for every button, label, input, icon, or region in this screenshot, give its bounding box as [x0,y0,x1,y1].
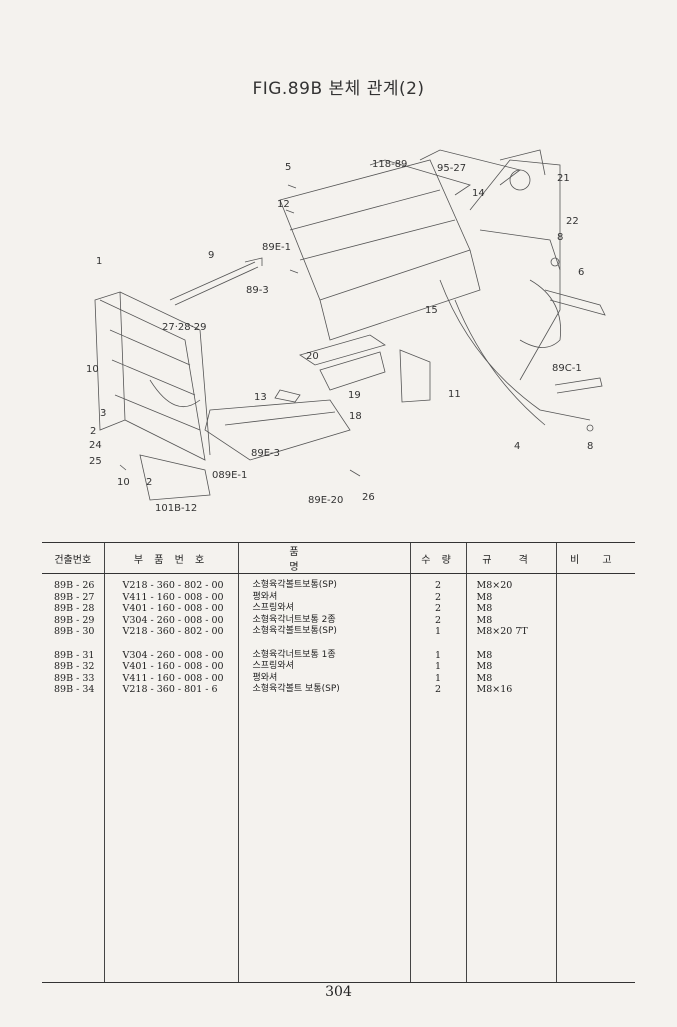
callout-label: 24 [89,440,102,451]
qty-cell: 1 [434,661,442,673]
parts-table: 건출번호 부 품 번 호 품 명 수 량 규 격 비 고 89B - 26 89… [42,542,635,983]
spec-cell: M8×20 7T [476,626,528,638]
table-body-row: 89B - 26 89B - 27 89B - 28 89B - 29 89B … [42,573,635,983]
callout-label: 1 [96,256,102,267]
qty-cell: 1 [434,649,442,661]
qty-cell: 2 [434,684,442,696]
name-cell: 소형육각볼트보통(SP) [252,580,337,590]
spec-cell: M8 [476,591,493,603]
callout-label: 8 [587,441,593,452]
part-no-cell: V411 - 160 - 008 - 00 [122,591,224,603]
callout-label: 89E-3 [251,448,280,459]
callout-label: 13 [254,392,267,403]
ref-cell: 89B - 30 [54,626,95,638]
name-cell: 소형육각볼트보통(SP) [252,626,337,637]
callout-label: 2 [146,477,152,488]
spec-cell: M8 [476,661,493,673]
ref-cell: 89B - 34 [54,684,95,696]
part-no-cell: V218 - 360 - 802 - 00 [122,580,224,591]
callout-label: 8 [557,232,563,243]
qty-cell: 2 [434,614,442,626]
part-no-cell: V304 - 260 - 008 - 00 [122,649,224,661]
header-name: 품 명 [237,542,410,574]
ref-cell: 89B - 31 [54,649,95,661]
header-part-no: 부 품 번 호 [103,542,238,574]
header-qty: 수 량 [409,542,466,574]
callout-label: 89C-1 [552,363,582,374]
column-name: 소형육각볼트보통(SP) 평와셔 스프링와셔 소형육각너트보통 2종 소형육각볼… [237,573,410,983]
part-no-cell: V401 - 160 - 008 - 00 [122,603,224,615]
name-cell: 소형육각너트보통 1종 [252,649,336,660]
part-no-cell: V401 - 160 - 008 - 00 [122,661,224,673]
callout-label: 89E-20 [308,495,343,506]
table-header-row: 건출번호 부 품 번 호 품 명 수 량 규 격 비 고 [42,542,635,574]
qty-cell: 2 [434,580,442,591]
callout-label: 27·28·29 [162,322,207,333]
callout-label: 118-89 [372,159,407,170]
callout-label: 11 [448,389,461,400]
name-cell: 평와셔 [252,672,278,683]
callout-label: 95-27 [437,163,466,174]
page-title: FIG.89B 본체 관계(2) [252,79,425,99]
callout-label: 15 [425,305,438,316]
column-ref: 89B - 26 89B - 27 89B - 28 89B - 29 89B … [42,573,104,983]
name-cell: 소형육각볼트 보통(SP) [252,684,340,695]
callout-label: 21 [557,173,570,184]
callout-label: 26 [362,492,375,503]
callout-label: 6 [578,267,584,278]
ref-cell: 89B - 26 [54,580,95,591]
header-remark: 비 고 [555,542,635,574]
callout-label: 19 [348,390,361,401]
qty-cell: 1 [434,672,442,684]
callout-label: 14 [472,188,485,199]
spec-cell: M8 [476,603,493,615]
qty-cell: 2 [434,591,442,603]
callout-label: 12 [277,199,290,210]
callout-label: 4 [514,441,520,452]
callout-label: 89-3 [246,285,269,296]
name-cell: 스프링와셔 [252,603,294,614]
header-ref: 건출번호 [42,542,104,574]
ref-cell: 89B - 28 [54,603,95,615]
page-number: 304 [325,984,352,1000]
column-spec: M8×20 M8 M8 M8 M8×20 7T M8 M8 M8 M8×16 [465,573,556,983]
column-remark [555,573,635,983]
spec-cell: M8 [476,672,493,684]
part-no-cell: V218 - 360 - 801 - 6 [122,684,218,696]
spec-cell: M8 [476,614,493,626]
column-part-no: V218 - 360 - 802 - 00 V411 - 160 - 008 -… [103,573,238,983]
header-spec: 규 격 [465,542,556,574]
callout-label: 3 [100,408,106,419]
spec-cell: M8×16 [476,684,513,696]
callout-label: 9 [208,250,214,261]
column-qty: 2 2 2 2 1 1 1 1 2 [409,573,466,983]
name-cell: 스프링와셔 [252,661,294,672]
qty-cell: 1 [434,626,442,638]
part-no-cell: V304 - 260 - 008 - 00 [122,614,224,626]
ref-cell: 89B - 32 [54,661,95,673]
callout-label: 101B-12 [155,503,197,514]
name-cell: 소형육각너트보통 2종 [252,614,336,625]
part-no-cell: V411 - 160 - 008 - 00 [122,672,224,684]
callout-label: 10 [117,477,130,488]
callout-label: 089E-1 [212,470,247,481]
callout-label: 18 [349,411,362,422]
qty-cell: 2 [434,603,442,615]
callout-label: 89E-1 [262,242,291,253]
callout-label: 10 [86,364,99,375]
callout-label: 2 [90,426,96,437]
name-cell: 평와셔 [252,591,278,602]
part-no-cell: V218 - 360 - 802 - 00 [122,626,224,638]
spec-cell: M8 [476,649,493,661]
exploded-parts-diagram: 5 118-89 95-27 21 14 12 22 89E-1 8 9 1 6… [86,149,606,514]
ref-cell: 89B - 29 [54,614,95,626]
spec-cell: M8×20 [476,580,513,591]
ref-cell: 89B - 27 [54,591,95,603]
callout-label: 25 [89,456,102,467]
callout-label: 22 [566,216,579,227]
callout-label: 20 [306,351,319,362]
callout-label: 5 [285,162,291,173]
diagram-callouts: 5 118-89 95-27 21 14 12 22 89E-1 8 9 1 6… [86,159,593,514]
ref-cell: 89B - 33 [54,672,95,684]
